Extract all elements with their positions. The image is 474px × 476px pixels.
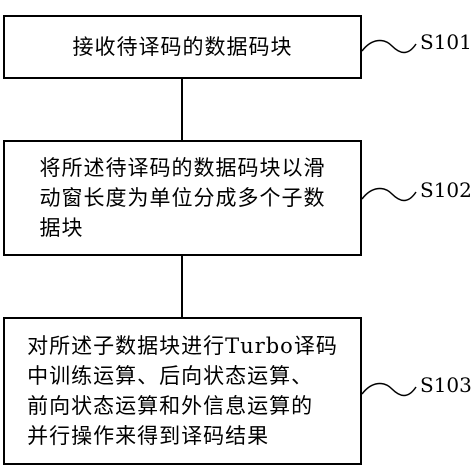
step-box-s102: 将所述待译码的数据码块以滑 动窗长度为单位分成多个子数 据块 (3, 140, 362, 256)
step-text-s103-line-1: 对所述子数据块进行Turbo译码 (27, 334, 338, 358)
step-label-s102: S102 (420, 178, 472, 202)
step-label-s101: S101 (420, 30, 472, 54)
step-text-s102-line-3: 据块 (39, 216, 84, 240)
step-box-s103: 对所述子数据块进行Turbo译码 中训练运算、后向状态运算、 前向状态运算和外信… (3, 317, 362, 465)
leader-line-s102 (361, 187, 417, 202)
step-text-s103-line-4: 并行操作来得到译码结果 (27, 424, 270, 448)
step-label-s103: S103 (420, 373, 472, 397)
leader-line-s101 (361, 39, 417, 54)
step-text-s101: 接收待译码的数据码块 (72, 35, 293, 59)
step-text-s103-line-3: 前向状态运算和外信息运算的 (27, 394, 314, 418)
step-box-s101: 接收待译码的数据码块 (3, 15, 362, 79)
step-text-s103-line-2: 中训练运算、后向状态运算、 (27, 364, 314, 388)
step-text-s102-line-2: 动窗长度为单位分成多个子数 (39, 186, 326, 210)
step-text-s102-line-1: 将所述待译码的数据码块以滑 (39, 156, 326, 180)
step-text-s102: 将所述待译码的数据码块以滑 动窗长度为单位分成多个子数 据块 (40, 153, 326, 243)
step-text-s103: 对所述子数据块进行Turbo译码 中训练运算、后向状态运算、 前向状态运算和外信… (27, 331, 338, 451)
leader-line-s103 (361, 382, 417, 397)
